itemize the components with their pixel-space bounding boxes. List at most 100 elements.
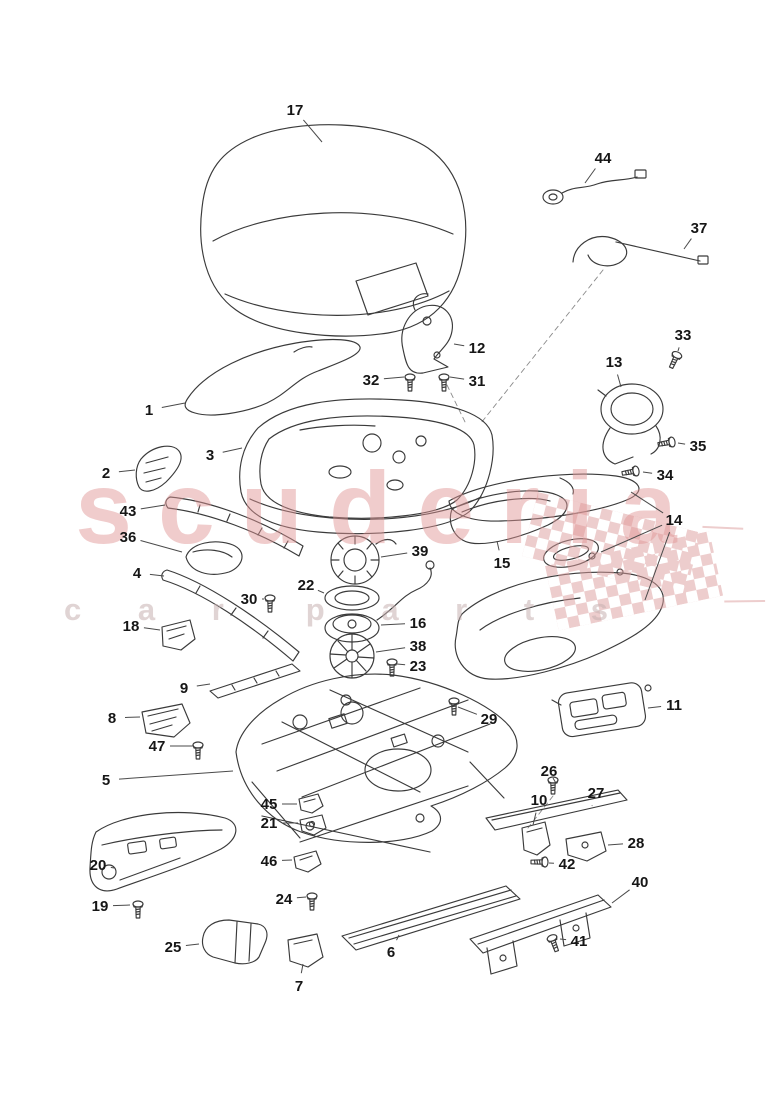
part-edge-strip	[209, 663, 301, 699]
callout-leader-line	[110, 866, 115, 869]
callout-leader-line	[532, 812, 537, 826]
part-callout: 32	[363, 372, 380, 389]
part-callout: 42	[559, 856, 576, 873]
part-clip-21	[299, 814, 327, 836]
part-callout: 11	[666, 697, 682, 714]
callout-leader-line	[647, 706, 662, 709]
part-callout: 41	[571, 933, 588, 950]
callout-leader-line	[383, 376, 405, 380]
part-callout: 5	[102, 772, 110, 789]
callout-leader-line	[317, 589, 325, 594]
callout-leader-line	[380, 623, 406, 626]
part-callout: 17	[287, 102, 304, 119]
callout-leader-line	[683, 238, 692, 250]
part-callout: 23	[410, 658, 427, 675]
callout-leader-line	[644, 532, 671, 601]
part-callout: 38	[410, 638, 427, 655]
callout-leader-line	[222, 447, 243, 453]
part-bracket-8	[141, 703, 191, 738]
part-callout: 12	[469, 340, 486, 357]
part-callout: 47	[149, 738, 166, 755]
part-trim-cap	[135, 445, 182, 492]
callout-leader-line	[559, 938, 567, 941]
part-callout: 40	[632, 874, 649, 891]
callout-leader-line	[380, 552, 408, 558]
part-callout: 43	[120, 503, 137, 520]
part-bracket-10	[521, 821, 551, 856]
part-clip-45	[298, 793, 324, 814]
part-callout: 21	[261, 815, 278, 832]
part-callout: 29	[481, 711, 498, 728]
part-callout: 22	[298, 577, 315, 594]
callout-leader-line	[584, 168, 596, 184]
part-callout: 20	[90, 857, 107, 874]
part-callout: 26	[541, 763, 558, 780]
part-callout: 8	[108, 710, 116, 727]
part-callout: 7	[295, 978, 303, 995]
part-side-trim-right-upper	[448, 473, 640, 522]
callout-leader-line	[185, 943, 200, 946]
callout-leader-line	[607, 843, 624, 846]
part-callout: 13	[606, 354, 623, 371]
part-callout: 30	[241, 591, 258, 608]
callout-leader-line	[375, 647, 406, 653]
part-callout: 37	[691, 220, 708, 237]
callout-leader-line	[642, 471, 653, 474]
part-callout: 2	[102, 465, 110, 482]
part-foam-pad	[185, 541, 243, 575]
callout-leader-line	[396, 663, 406, 666]
callout-leader-line	[457, 706, 478, 715]
assembly-guide-line	[480, 269, 604, 424]
part-callout: 45	[261, 796, 278, 813]
assembly-guide-line	[527, 795, 554, 829]
callout-leader-line	[118, 770, 234, 780]
callout-leader-line	[600, 524, 663, 553]
part-blower-cover	[330, 535, 397, 585]
callout-leader-line	[300, 963, 304, 974]
part-callout: 6	[387, 944, 395, 961]
part-bracket-18	[161, 619, 196, 651]
part-callout: 16	[410, 615, 427, 632]
part-callout: 27	[588, 785, 605, 802]
callout-leader-line	[112, 904, 131, 907]
part-cable-with-connector	[542, 169, 647, 205]
part-callout: 28	[628, 835, 645, 852]
part-callout: 18	[123, 618, 140, 635]
part-cover-7	[287, 933, 324, 968]
part-callout: 34	[657, 467, 674, 484]
part-seal-ring	[324, 585, 380, 611]
callout-leader-line	[496, 540, 500, 551]
part-callout: 39	[412, 543, 429, 560]
part-bracket-28	[565, 831, 607, 862]
part-ring-bracket	[597, 383, 664, 465]
callout-leader-line	[449, 376, 465, 380]
part-side-trim-left	[184, 338, 361, 416]
part-callout: 31	[469, 373, 486, 390]
part-switch-panel	[551, 682, 652, 738]
callout-leader-line	[396, 934, 400, 941]
part-fan-wheel	[329, 633, 375, 679]
part-lower-trim-left	[89, 811, 237, 892]
part-callout: 15	[494, 555, 511, 572]
part-callout: 10	[531, 792, 548, 809]
part-callout: 25	[165, 939, 182, 956]
callout-leader-line	[617, 374, 622, 388]
part-hinge-bracket	[401, 293, 454, 374]
part-cover-strip	[485, 789, 628, 831]
part-callout: 3	[206, 447, 214, 464]
callout-leader-line	[552, 777, 556, 783]
part-callout: 4	[133, 565, 142, 582]
callout-leader-line	[143, 627, 161, 631]
callout-leader-line	[196, 683, 211, 687]
part-cover-25	[201, 919, 268, 965]
part-rail-assembly	[469, 894, 612, 975]
part-callout: 46	[261, 853, 278, 870]
part-clip-46	[293, 850, 322, 873]
part-armrest-cushion	[200, 124, 467, 337]
callout-leader-line	[124, 716, 141, 718]
callout-leader-line	[140, 540, 183, 553]
callout-leader-line	[149, 573, 165, 577]
part-callout: 33	[675, 327, 692, 344]
